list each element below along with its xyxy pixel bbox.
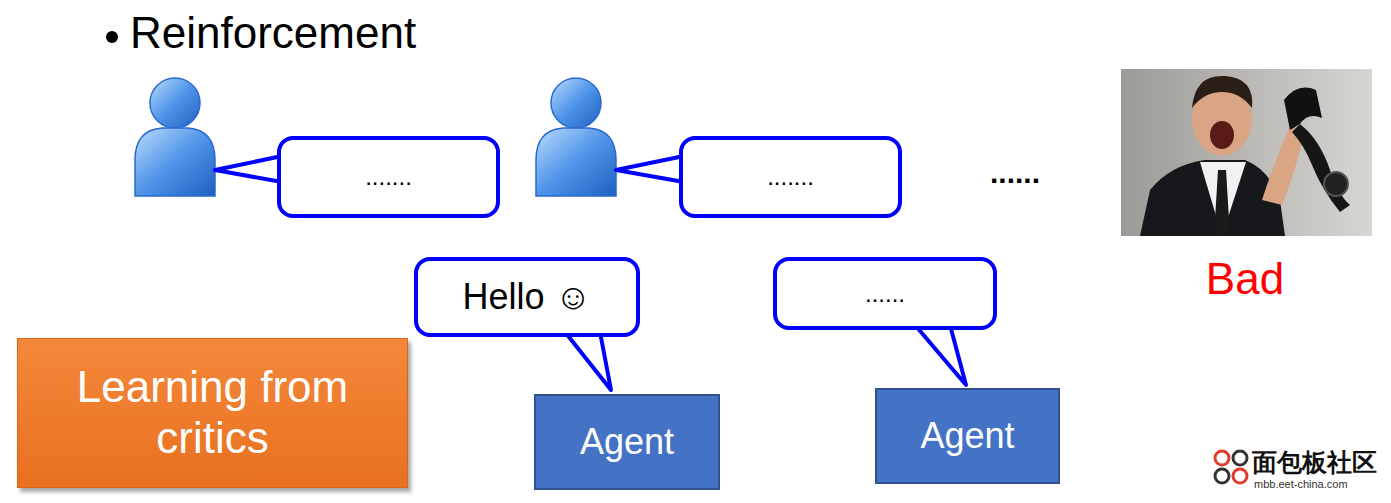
watermark-logo [1207, 443, 1391, 495]
node-text: ...... [865, 280, 905, 308]
user-icon [536, 78, 616, 196]
slide-title: Reinforcement [130, 8, 416, 58]
watermark-url: mbb.eet-china.com [1254, 478, 1348, 490]
bubble-tail [565, 332, 611, 390]
highlight-box: Learning from critics [17, 338, 408, 488]
ellipsis: ...... [990, 156, 1040, 190]
agent-box: Agent [534, 394, 720, 490]
node-text: ....... [365, 163, 412, 191]
bubble-tail [215, 156, 282, 182]
speech-bubble: ....... [277, 136, 500, 218]
agent-box: Agent [875, 388, 1060, 484]
node-text: Agent [580, 421, 674, 463]
node-text: Hello ☺ [463, 276, 592, 318]
bubble-tail [616, 156, 684, 182]
speech-bubble: Hello ☺ [414, 257, 640, 337]
node-text: ....... [767, 163, 814, 191]
speech-bubble: ...... [773, 257, 997, 330]
speech-bubble: ....... [679, 136, 902, 218]
user-icon [135, 78, 215, 196]
angry-man-photo [1121, 69, 1372, 236]
bubble-tail [915, 325, 966, 385]
verdict-label: Bad [1206, 254, 1284, 304]
node-text: Agent [920, 415, 1014, 457]
bullet [106, 31, 118, 43]
node-text: Learning from critics [32, 362, 393, 463]
watermark: 面包板社区 [1252, 446, 1377, 479]
